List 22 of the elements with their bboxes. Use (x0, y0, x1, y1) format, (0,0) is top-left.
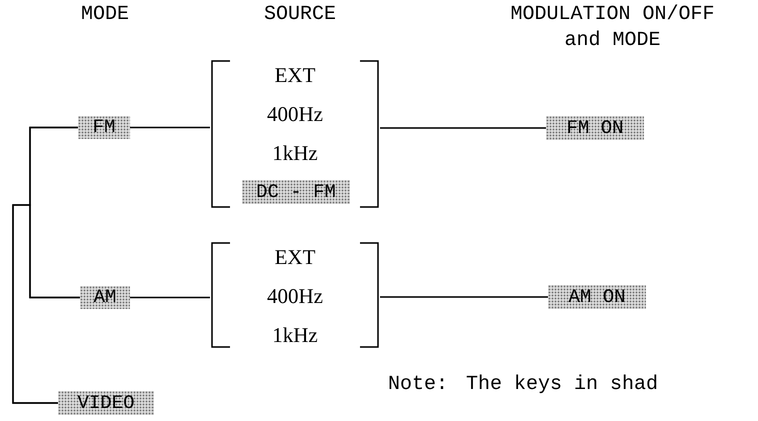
shaded-key: VIDEO (58, 391, 154, 415)
source-option: 400Hz (267, 286, 323, 307)
note-text: The keys in shad (466, 372, 660, 398)
source-option: 1kHz (272, 325, 318, 346)
connector-line (130, 126, 210, 128)
shaded-key: FM (78, 116, 130, 139)
column-heading: MODE (80, 2, 130, 28)
source-option: EXT (274, 247, 316, 268)
connector-line (12, 204, 80, 404)
column-heading: SOURCE (262, 2, 337, 28)
connector-line (380, 296, 548, 298)
shaded-key: AM (80, 286, 130, 309)
source-option: 400Hz (267, 104, 323, 125)
shaded-key: FM ON (546, 116, 644, 140)
source-option: EXT (274, 65, 316, 86)
connector-line (380, 127, 546, 129)
source-option: 1kHz (272, 143, 318, 164)
column-heading: MODULATION ON/OFF and MODE (509, 2, 716, 54)
shaded-key: AM ON (548, 285, 646, 309)
connector-line (130, 296, 210, 298)
note-text: Note: (388, 372, 450, 398)
shaded-key: DC - FM (242, 180, 350, 204)
